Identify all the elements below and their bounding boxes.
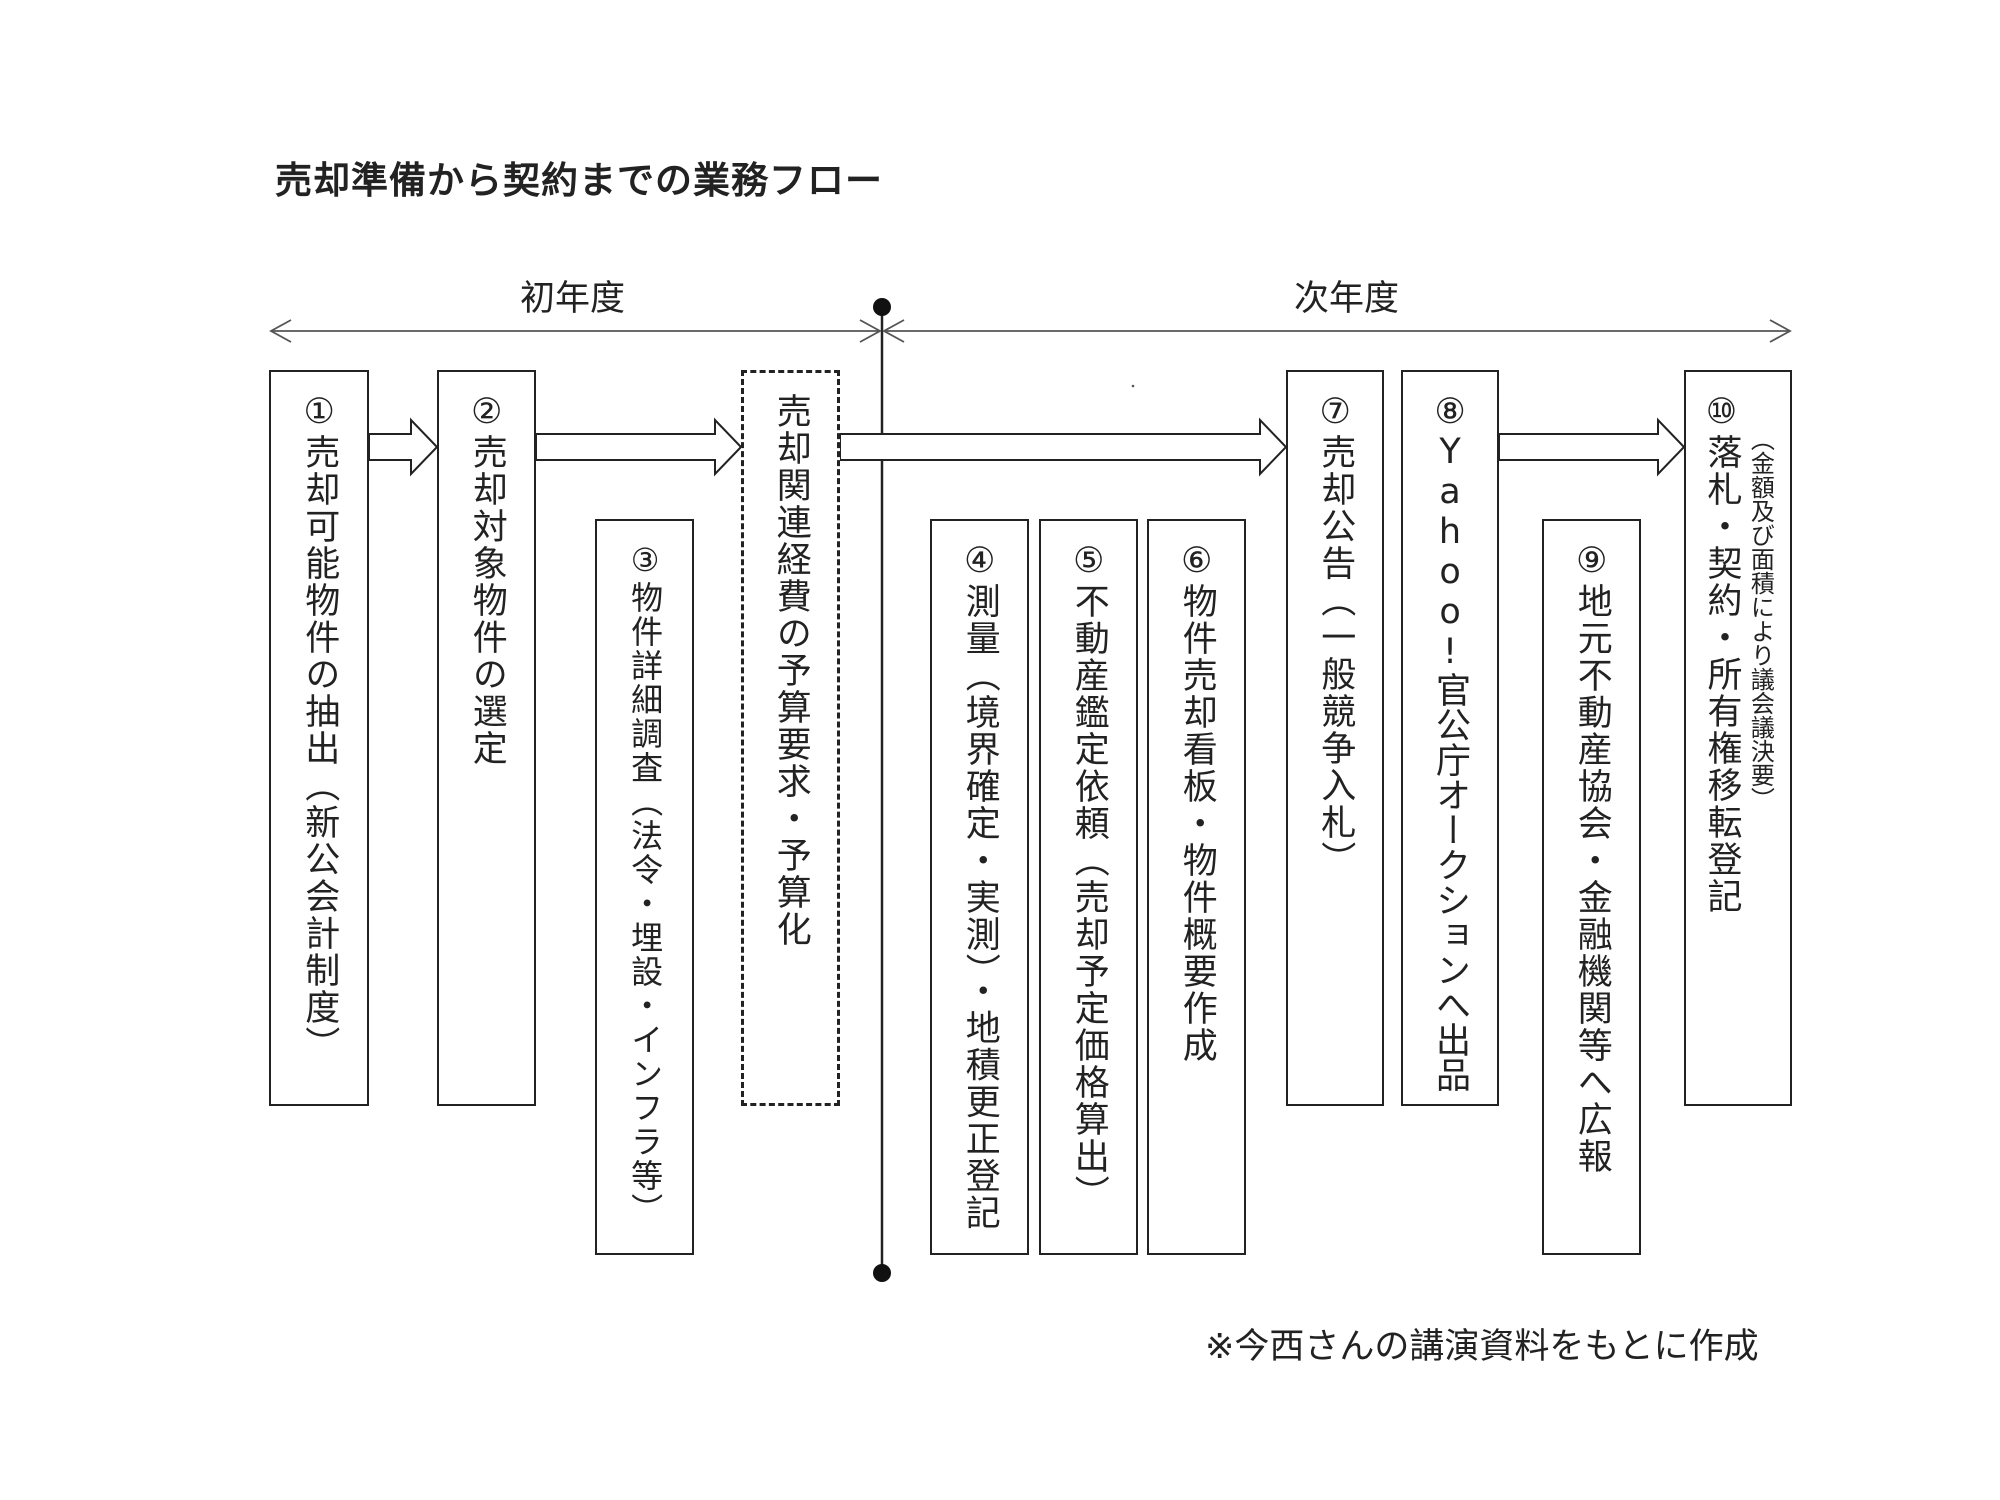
step-2-number: ② (466, 392, 507, 434)
stray-dot (1131, 384, 1135, 388)
divider-bottom-dot (873, 1264, 891, 1282)
period-label-next-year: 次年度 (1294, 279, 1400, 319)
step-3-number: ③ (626, 541, 665, 581)
step-8-label: Yahoo!官公庁オークションへ出品 (1430, 432, 1471, 1092)
step-5-box: ⑤不動産鑑定依頼（売却予定価格算出） (1039, 519, 1138, 1255)
step-2-box: ②売却対象物件の選定 (437, 370, 536, 1106)
flow-arrow-1-2 (368, 417, 439, 477)
divider-top-dot (873, 298, 891, 316)
source-note: ※今西さんの講演資料をもとに作成 (1205, 1327, 1759, 1367)
step-10-label: 落札・契約・所有権移転登記 (1701, 434, 1742, 915)
step-7-number: ⑦ (1315, 392, 1356, 434)
step-1-box: ①売却可能物件の抽出（新公会計制度） (269, 370, 369, 1106)
step-1-number: ① (299, 392, 340, 434)
step-7-label: 売却公告（一般競争入札） (1315, 434, 1356, 878)
period-label-first-year: 初年度 (520, 279, 626, 319)
step-9-box: ⑨地元不動産協会・金融機関等へ広報 (1542, 519, 1641, 1255)
step-6-box: ⑥物件売却看板・物件概要作成 (1147, 519, 1246, 1255)
step-6-number: ⑥ (1176, 541, 1217, 583)
step-4-label: 測量（境界確定・実測）・地積更正登記 (959, 583, 1000, 1232)
first-year-span-arrow (269, 319, 882, 343)
step-4-number: ④ (959, 541, 1000, 583)
budget-step-label: 売却関連経費の予算要求・予算化 (770, 393, 811, 948)
flow-arrow-budget-7 (839, 417, 1288, 477)
step-9-label: 地元不動産協会・金融機関等へ広報 (1571, 583, 1612, 1175)
step-3-box: ③物件詳細調査（法令・埋設・インフラ等） (595, 519, 694, 1255)
step-6-label: 物件売却看板・物件概要作成 (1176, 583, 1217, 1064)
flow-arrow-8-10 (1498, 417, 1686, 477)
step-7-box: ⑦売却公告（一般競争入札） (1286, 370, 1384, 1106)
budget-step-box: 売却関連経費の予算要求・予算化 (741, 370, 840, 1106)
next-year-span-arrow (882, 319, 1792, 343)
step-3-label: 物件詳細調査（法令・埋設・インフラ等） (626, 581, 665, 1227)
step-9-number: ⑨ (1571, 541, 1612, 583)
step-2-label: 売却対象物件の選定 (466, 434, 507, 767)
step-5-label: 不動産鑑定依頼（売却予定価格算出） (1068, 583, 1109, 1212)
step-10-number: ⑩ (1701, 392, 1742, 434)
step-8-box: ⑧Yahoo!官公庁オークションへ出品 (1401, 370, 1499, 1106)
step-4-box: ④測量（境界確定・実測）・地積更正登記 (930, 519, 1029, 1255)
step-1-label: 売却可能物件の抽出（新公会計制度） (299, 434, 340, 1063)
step-10-box: （金額及び面積により議会議決要） ⑩落札・契約・所有権移転登記 (1684, 370, 1792, 1106)
step-5-number: ⑤ (1068, 541, 1109, 583)
diagram-title: 売却準備から契約までの業務フロー (275, 159, 883, 202)
step-10-condition-note: （金額及び面積により議会議決要） (1746, 427, 1775, 811)
step-8-number: ⑧ (1430, 392, 1471, 432)
flow-arrow-2-budget (535, 417, 743, 477)
